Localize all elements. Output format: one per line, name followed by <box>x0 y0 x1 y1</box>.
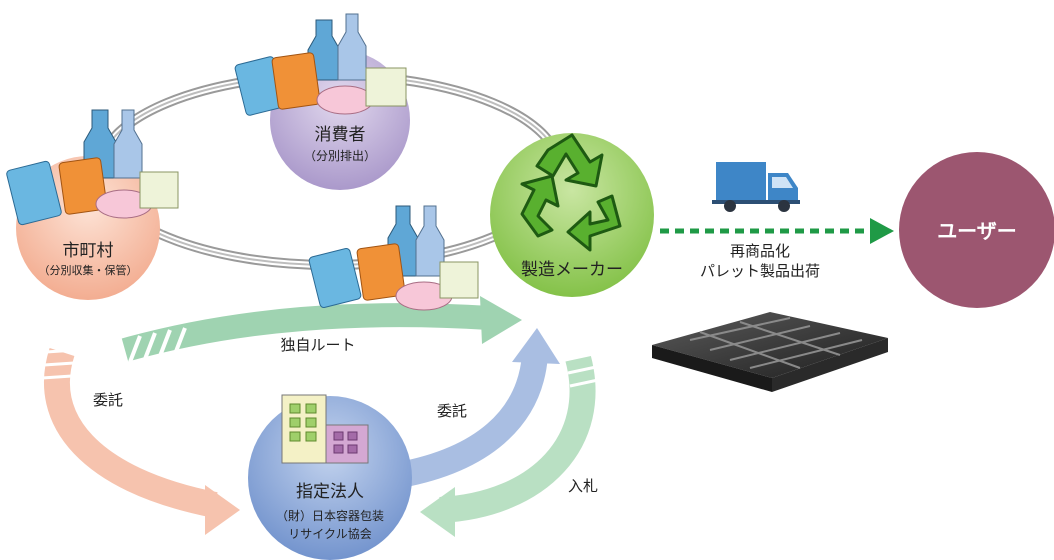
manufacturer-node: 製造メーカー <box>490 133 654 297</box>
consumer-subtitle: （分別排出） <box>304 149 376 163</box>
recycle-icon <box>520 133 622 252</box>
entrust-left-arrow <box>41 348 240 535</box>
corporation-title: 指定法人 <box>296 482 364 502</box>
truck-icon <box>712 162 800 212</box>
building-icon <box>281 394 369 464</box>
shipment-arrow <box>660 218 894 244</box>
pallet-image <box>652 312 888 392</box>
shipment-label-line2: パレット製品出荷 <box>700 262 820 280</box>
packaging-icon <box>6 13 479 311</box>
corporation-subtitle-2: リサイクル協会 <box>288 526 371 541</box>
shipment-label-line1: 再商品化 <box>730 242 790 260</box>
own-route-arrow <box>121 296 522 363</box>
own-route-label: 独自ルート <box>280 336 355 354</box>
municipality-subtitle: （分別収集・保管） <box>39 263 138 277</box>
corporation-subtitle-1: （財）日本容器包装 <box>276 508 384 523</box>
consumer-title: 消費者 <box>315 125 366 145</box>
entrust-right-arrow <box>397 328 560 488</box>
entrust-right-label: 委託 <box>437 402 467 420</box>
manufacturer-title: 製造メーカー <box>521 260 623 280</box>
user-node: ユーザー <box>899 152 1054 308</box>
entrust-left-label: 委託 <box>93 391 123 409</box>
corporation-node: 指定法人 （財）日本容器包装 リサイクル協会 <box>248 396 412 560</box>
user-title: ユーザー <box>937 219 1017 243</box>
bid-label: 入札 <box>568 477 598 495</box>
municipality-title: 市町村 <box>63 241 114 261</box>
bid-arrow <box>420 352 599 537</box>
